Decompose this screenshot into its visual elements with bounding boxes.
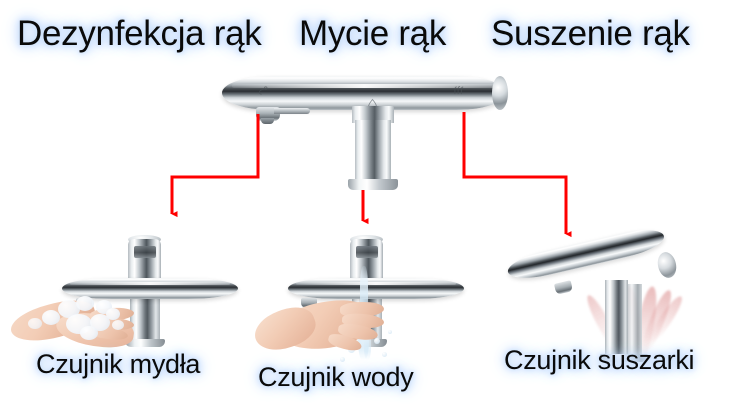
soap-lower-column	[130, 296, 160, 342]
hand-dryer-illustration	[500, 224, 700, 367]
soap-column-base	[125, 339, 165, 347]
soap-outlet-tip	[261, 118, 274, 124]
soap-dispenser-illustration	[7, 226, 252, 352]
water-sensor-window	[356, 246, 378, 258]
dryer-column-base	[600, 354, 648, 362]
water-horizontal-bar	[288, 278, 464, 299]
heading-dry: Suszenie rąk	[491, 14, 690, 53]
center-column-neck	[352, 106, 394, 123]
main-faucet-bar	[222, 76, 506, 110]
bar-right-cap	[492, 76, 508, 110]
dryer-nozzle	[553, 280, 574, 295]
soap-horizontal-bar	[62, 278, 238, 299]
center-column	[355, 120, 391, 182]
soap-outlet-arm	[274, 108, 310, 114]
center-column-base	[348, 179, 398, 190]
dryer-horizontal-bar	[505, 224, 667, 284]
dryer-bar-cap	[655, 250, 679, 280]
soap-sensor-marking-icon	[258, 86, 268, 95]
water-tap-illustration	[249, 226, 488, 362]
bar-highlight	[232, 84, 496, 88]
caption-soap-sensor: Czujnik mydła	[36, 349, 201, 379]
soap-sensor-window	[134, 246, 156, 258]
heading-disinfect: Dezynfekcja rąk	[17, 14, 262, 53]
dryer-column	[605, 280, 628, 358]
dryer-sensor-marking-icon	[454, 86, 464, 95]
heading-wash: Mycie rąk	[299, 14, 447, 53]
main-faucet-unit	[222, 72, 508, 190]
caption-dryer-sensor: Czujnik suszarki	[504, 345, 695, 375]
dryer-column-back	[628, 284, 642, 358]
water-nozzle	[301, 298, 317, 308]
soap-bar-highlight	[70, 282, 230, 285]
water-bar-highlight	[296, 282, 456, 285]
caption-water-sensor: Czujnik wody	[258, 362, 414, 392]
